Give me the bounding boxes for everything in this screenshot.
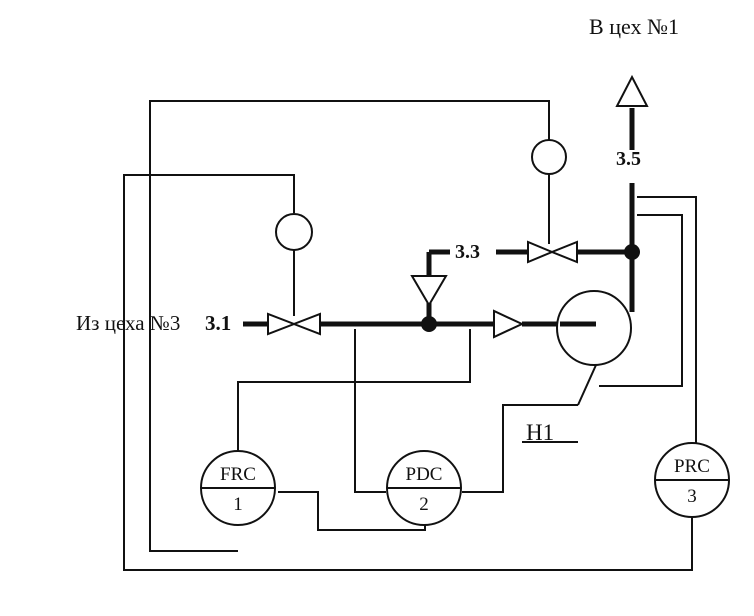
junction-main	[421, 316, 437, 332]
label-line-3-3: 3.3	[455, 241, 480, 263]
valve-inlet[interactable]	[267, 312, 321, 336]
instrument-frc[interactable]: FRC 1	[200, 450, 276, 526]
instrument-prc-number: 3	[687, 486, 697, 507]
label-line-3-1: 3.1	[205, 311, 231, 335]
actuator-inlet-valve[interactable]	[275, 213, 313, 251]
signal-pdc-left	[354, 329, 386, 493]
signal-pdc-right	[462, 404, 578, 493]
signal-lines	[123, 100, 697, 571]
instrument-prc[interactable]: PRC 3	[654, 442, 730, 518]
instrument-pdc[interactable]: PDC 2	[386, 450, 462, 526]
instrument-prc-code: PRC	[674, 456, 710, 477]
flow-arrow-right	[493, 309, 525, 339]
instrument-pdc-number: 2	[419, 494, 429, 515]
signal-prc-upper	[637, 196, 697, 452]
instrument-frc-code: FRC	[220, 464, 256, 485]
label-outlet: В цех №1	[589, 14, 679, 39]
signal-left-loop	[123, 174, 693, 571]
instrument-frc-number: 1	[233, 494, 243, 515]
label-line-3-5: 3.5	[616, 148, 641, 170]
flow-arrow-down	[410, 275, 448, 307]
pump-leader-line	[577, 364, 597, 406]
label-pump: Н1	[526, 420, 554, 445]
outlet-arrow-up	[615, 74, 649, 107]
valve-bypass[interactable]	[527, 240, 578, 264]
pump-h1[interactable]	[556, 252, 635, 366]
signal-top-loop	[149, 100, 550, 552]
label-inlet: Из цеха №3	[76, 311, 180, 335]
signal-prc-lower	[599, 214, 683, 387]
actuator-bypass-valve[interactable]	[531, 139, 567, 175]
instrument-pdc-code: PDC	[406, 464, 443, 485]
